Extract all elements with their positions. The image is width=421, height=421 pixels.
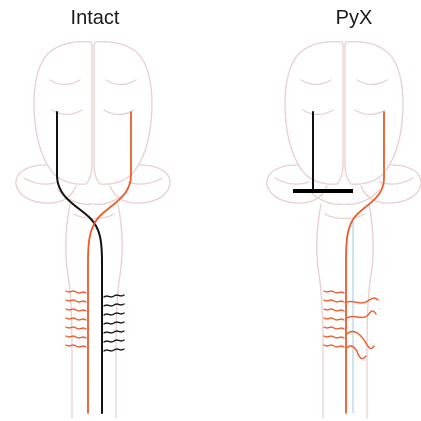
pyx-orange-sprouts	[347, 298, 378, 359]
pyx-brain-outline	[267, 42, 421, 418]
intact-orange-collaterals	[66, 291, 86, 347]
intact-black-collaterals	[104, 295, 124, 351]
pyx-panel	[267, 42, 421, 418]
pyx-orange-collaterals-left	[324, 291, 344, 347]
intact-brain-outline	[16, 42, 170, 418]
pyx-orange-tract	[346, 112, 384, 413]
intact-black-tract	[57, 112, 102, 413]
intact-panel	[16, 42, 170, 418]
